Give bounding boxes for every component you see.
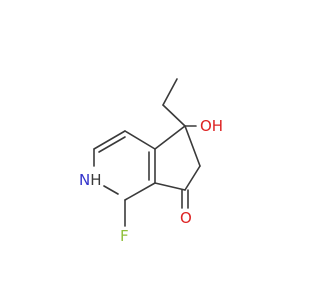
bond-ethyl1-ethyl2 — [162, 78, 178, 106]
molecule-diagram: NH F O OH — [79, 78, 223, 245]
fluorine-label: F — [120, 227, 129, 245]
ketone-oxygen-label: O — [180, 209, 192, 227]
nh-label: NH — [79, 171, 102, 189]
hydroxyl-label: OH — [200, 117, 223, 135]
bond-c6-c7 — [184, 165, 201, 191]
atom-labels: NH F O OH — [79, 117, 223, 245]
bond-c5-c6 — [184, 125, 201, 167]
nh-h: H — [90, 171, 101, 189]
bond-c4a-c5 — [154, 125, 186, 150]
bond-c5-ethyl1 — [162, 104, 186, 127]
bonds — [93, 78, 201, 227]
bond-c4-c4a — [124, 130, 156, 150]
bond-c3-c4-double — [98, 136, 126, 153]
bond-c7a-c1 — [124, 182, 156, 201]
bond-c1-n — [103, 185, 119, 195]
nh-n: N — [79, 171, 90, 189]
bond-c3-c4-single — [93, 130, 126, 150]
bond-c7-c7a — [154, 182, 186, 191]
